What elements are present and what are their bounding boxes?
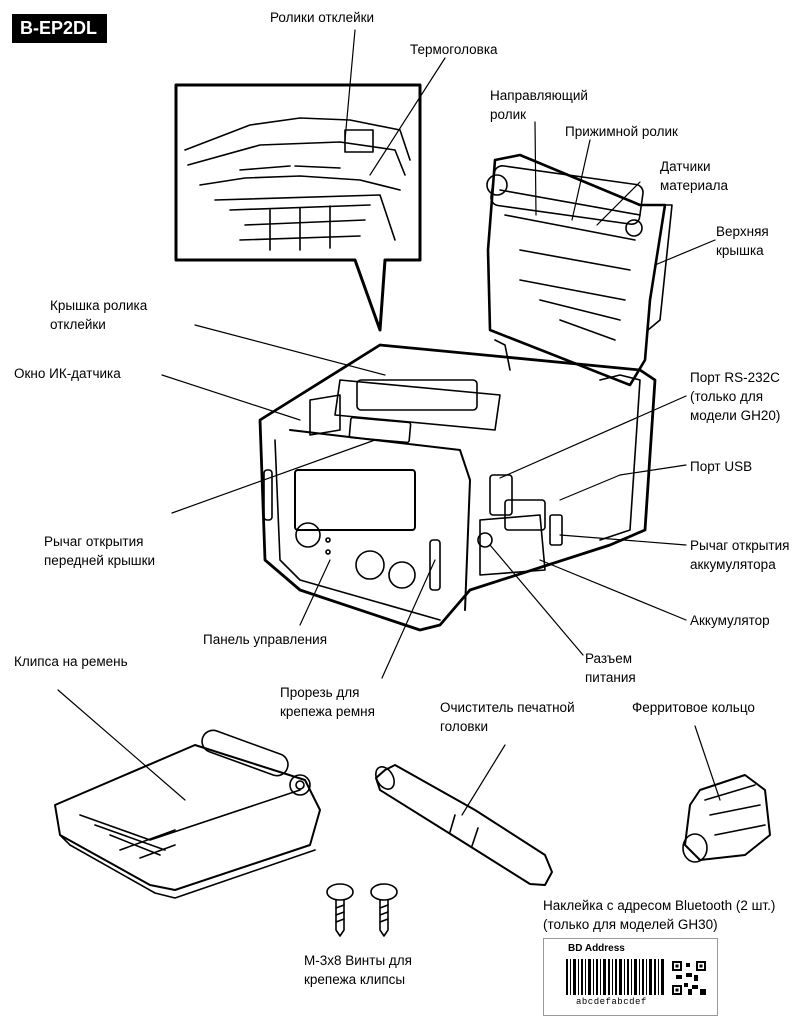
top-cover <box>486 153 673 387</box>
label-battery: Аккумулятор <box>690 613 770 628</box>
label-peel-cover-2: отклейки <box>50 317 106 332</box>
model-badge: B-EP2DL <box>12 14 108 43</box>
qr-code-icon <box>672 961 706 995</box>
label-peel-rollers: Ролики отклейки <box>270 10 375 25</box>
bd-title: BD Address <box>568 943 625 954</box>
label-belt-slot-1: Прорезь для <box>280 685 360 700</box>
label-media-sensors-1: Датчики <box>660 159 711 174</box>
label-top-cover-2: крышка <box>716 243 764 258</box>
label-media-sensors-2: материала <box>660 178 728 193</box>
label-belt-slot-2: крепежа ремня <box>280 704 375 719</box>
belt-clip <box>54 729 321 899</box>
label-guide-roller-1: Направляющий <box>490 88 588 103</box>
label-head-cleaner-2: головки <box>440 719 488 734</box>
label-bt-sticker-2: (только для моделей GH30) <box>543 917 718 932</box>
label-battery-lever-2: аккумулятора <box>690 557 776 572</box>
label-ferrite: Ферритовое кольцо <box>632 700 755 715</box>
callout-box <box>174 83 422 332</box>
screws <box>326 883 398 937</box>
label-head-cleaner-1: Очиститель печатной <box>440 700 575 715</box>
bluetooth-sticker: BD Address abcdefabcdef <box>543 938 718 1016</box>
label-thermal-head: Термоголовка <box>410 42 498 57</box>
label-screws-1: M-3x8 Винты для <box>304 953 412 968</box>
label-power-2: питания <box>585 670 636 685</box>
printer-body <box>258 339 657 632</box>
label-control-panel: Панель управления <box>203 632 328 647</box>
ferrite-core <box>682 774 771 863</box>
label-front-lever-1: Рычаг открытия <box>44 534 144 549</box>
label-rs232-3: модели GH20) <box>690 408 781 423</box>
bd-code: abcdefabcdef <box>576 997 647 1007</box>
label-peel-cover-1: Крышка ролика <box>50 298 148 313</box>
label-top-cover-1: Верхняя <box>716 224 769 239</box>
label-rs232-1: Порт RS-232C <box>690 370 780 385</box>
label-ir-window: Окно ИК-датчика <box>14 366 121 381</box>
label-front-lever-2: передней крышки <box>44 553 156 568</box>
label-screws-2: крепежа клипсы <box>304 972 406 987</box>
label-platen-roller: Прижимной ролик <box>565 124 678 139</box>
label-rs232-2: (только для <box>690 389 764 404</box>
label-belt-clip: Клипса на ремень <box>14 654 128 669</box>
label-battery-lever-1: Рычаг открытия <box>690 538 790 553</box>
head-cleaner <box>375 764 553 886</box>
label-bt-sticker-1: Наклейка с адресом Bluetooth (2 шт.) <box>543 898 776 913</box>
barcode-icon <box>566 959 664 995</box>
label-usb-port: Порт USB <box>690 459 753 474</box>
label-guide-roller-2: ролик <box>490 107 527 122</box>
label-power-1: Разъем <box>585 651 633 666</box>
